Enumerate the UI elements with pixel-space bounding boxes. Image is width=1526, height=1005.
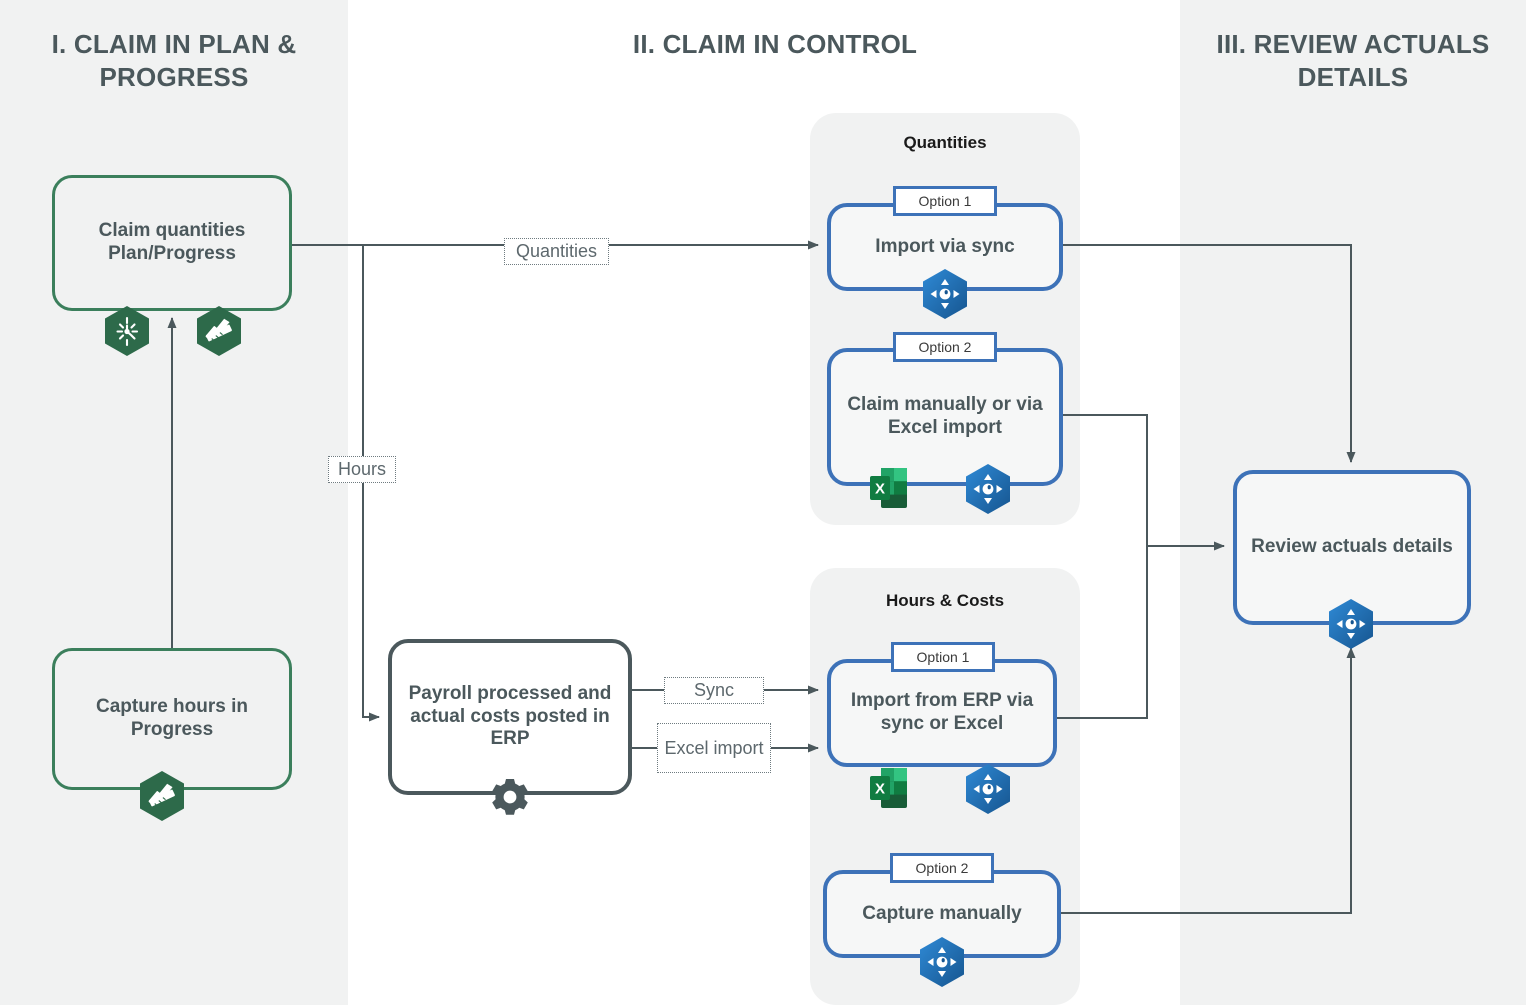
option-tab-quantities-1: Option 1: [893, 186, 997, 216]
node-capture-manually-label: Capture manually: [862, 902, 1022, 924]
node-import-from-erp[interactable]: Import from ERP via sync or Excel: [827, 659, 1057, 767]
node-claim-quantities-label: Claim quantities Plan/Progress: [98, 220, 246, 264]
node-payroll-erp[interactable]: Payroll processed and actual costs poste…: [388, 639, 632, 795]
column-title-3: III. REVIEW ACTUALS DETAILS: [1216, 29, 1490, 93]
option-tab-hours-2: Option 2: [890, 853, 994, 883]
control-pad-icon: [1328, 598, 1374, 650]
ruler-pencil-icon: [139, 770, 185, 822]
group-label-quantities: Quantities: [903, 133, 987, 152]
excel-icon: X: [869, 765, 909, 811]
svg-text:X: X: [875, 781, 885, 798]
node-import-via-sync-label: Import via sync: [875, 235, 1015, 257]
edge-label-hours: Hours: [328, 456, 396, 483]
group-label-hours-costs: Hours & Costs: [885, 591, 1005, 610]
edge-label-quantities: Quantities: [504, 238, 609, 265]
node-review-actuals[interactable]: Review actuals details: [1233, 470, 1471, 625]
node-capture-hours-label: Capture hours in Progress: [95, 696, 248, 740]
node-payroll-erp-label: Payroll processed and actual costs poste…: [408, 682, 612, 750]
node-review-actuals-label: Review actuals details: [1251, 536, 1453, 558]
column-title-1: I. CLAIM IN PLAN & PROGRESS: [51, 29, 297, 93]
excel-icon: X: [869, 465, 909, 511]
ruler-pencil-icon: [196, 305, 242, 357]
svg-text:X: X: [875, 481, 885, 498]
control-pad-icon: [919, 936, 965, 988]
gear-icon: [487, 770, 533, 822]
column-band-plan-progress: [0, 0, 348, 1005]
option-tab-quantities-2: Option 2: [893, 332, 997, 362]
node-claim-manually-excel-label: Claim manually or via Excel import: [847, 394, 1043, 438]
node-capture-hours[interactable]: Capture hours in Progress: [52, 648, 292, 790]
node-claim-manually-excel[interactable]: Claim manually or via Excel import: [827, 348, 1063, 486]
control-pad-icon: [965, 763, 1011, 815]
option-tab-hours-1: Option 1: [891, 642, 995, 672]
control-pad-icon: [965, 463, 1011, 515]
edge-label-sync: Sync: [664, 677, 764, 704]
edge-label-excel-import: Excel import: [657, 723, 771, 773]
column-title-2: II. CLAIM IN CONTROL: [632, 29, 918, 59]
node-import-from-erp-label: Import from ERP via sync or Excel: [850, 690, 1034, 734]
control-pad-icon: [922, 268, 968, 320]
node-claim-quantities[interactable]: Claim quantities Plan/Progress: [52, 175, 292, 311]
clock-rays-icon: [104, 305, 150, 357]
